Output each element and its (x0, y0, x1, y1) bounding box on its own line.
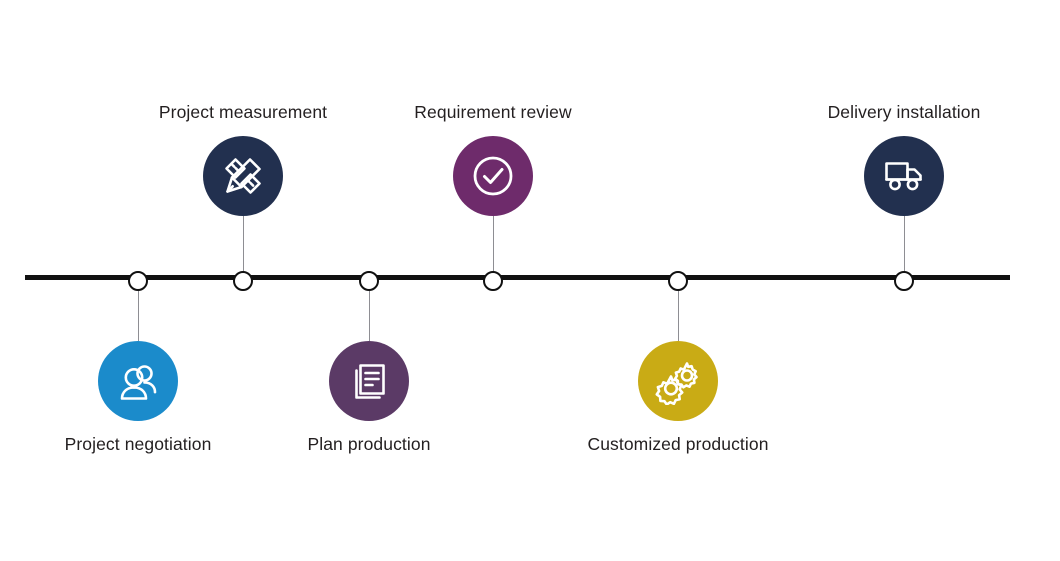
milestone-label: Requirement review (414, 102, 572, 122)
milestone-badge-check-circle[interactable] (453, 136, 533, 216)
milestone-connector (369, 279, 370, 341)
milestone-label: Project negotiation (64, 434, 212, 454)
timeline-node[interactable] (894, 271, 914, 291)
pencil-ruler-icon (219, 152, 267, 200)
users-icon (115, 358, 161, 404)
milestone-label: Delivery installation (827, 102, 981, 122)
gears-icon (654, 357, 702, 405)
milestone-badge-documents[interactable] (329, 341, 409, 421)
milestone-badge-gears[interactable] (638, 341, 718, 421)
milestone-badge-users[interactable] (98, 341, 178, 421)
milestone-label: Customized production (587, 434, 769, 454)
truck-icon (881, 153, 927, 199)
milestone-connector (904, 216, 905, 279)
milestone-label: Plan production (307, 434, 431, 454)
milestone-label: Project measurement (158, 102, 328, 122)
timeline-axis (25, 275, 1010, 280)
milestone-connector (493, 216, 494, 279)
milestone-badge-truck[interactable] (864, 136, 944, 216)
timeline-node[interactable] (668, 271, 688, 291)
documents-icon (347, 359, 391, 403)
milestone-connector (138, 279, 139, 341)
timeline-node[interactable] (359, 271, 379, 291)
milestone-connector (243, 216, 244, 279)
milestone-connector (678, 279, 679, 341)
timeline-node[interactable] (128, 271, 148, 291)
timeline-node[interactable] (483, 271, 503, 291)
check-circle-icon (468, 151, 518, 201)
timeline-node[interactable] (233, 271, 253, 291)
milestone-badge-pencil-ruler[interactable] (203, 136, 283, 216)
